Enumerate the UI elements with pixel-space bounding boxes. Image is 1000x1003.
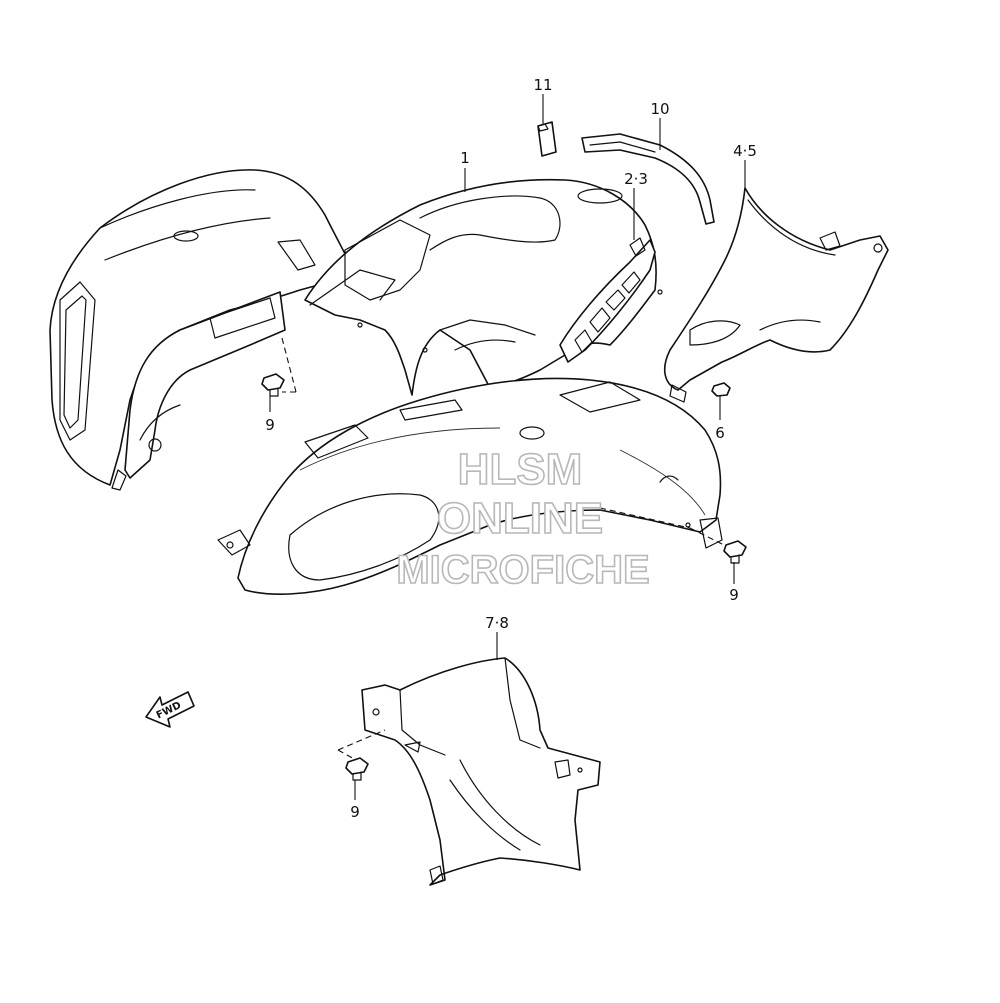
callout-1: 1 — [460, 149, 470, 167]
emblem — [559, 237, 656, 363]
callout-9-left: 9 — [265, 416, 275, 434]
fastener-6 — [711, 382, 731, 397]
left-fender — [49, 169, 356, 491]
right-side-panel — [663, 187, 889, 403]
front-cover — [217, 377, 723, 595]
bracket-strip — [581, 133, 715, 225]
callout-7-8: 7·8 — [485, 614, 509, 632]
callout-11: 11 — [533, 76, 552, 94]
fastener-9-right — [723, 540, 747, 564]
leader-lines — [269, 94, 746, 800]
pad — [537, 121, 557, 157]
callout-10: 10 — [650, 100, 669, 118]
inner-fender — [361, 657, 601, 886]
watermark: HLSM ONLINE MICROFICHE — [396, 444, 651, 593]
callout-2-3: 2·3 — [624, 170, 648, 188]
callout-9-right: 9 — [729, 586, 739, 604]
fwd-arrow-icon: FWD — [145, 691, 195, 728]
fastener-9-left — [261, 373, 285, 397]
callout-9-lower: 9 — [350, 803, 360, 821]
watermark-line-2: ONLINE — [437, 494, 603, 543]
watermark-line-3: MICROFICHE — [396, 548, 649, 592]
callout-6: 6 — [715, 424, 725, 442]
callout-4-5: 4·5 — [733, 142, 757, 160]
fastener-9-lower — [345, 757, 369, 781]
watermark-line-1: HLSM — [458, 445, 583, 494]
